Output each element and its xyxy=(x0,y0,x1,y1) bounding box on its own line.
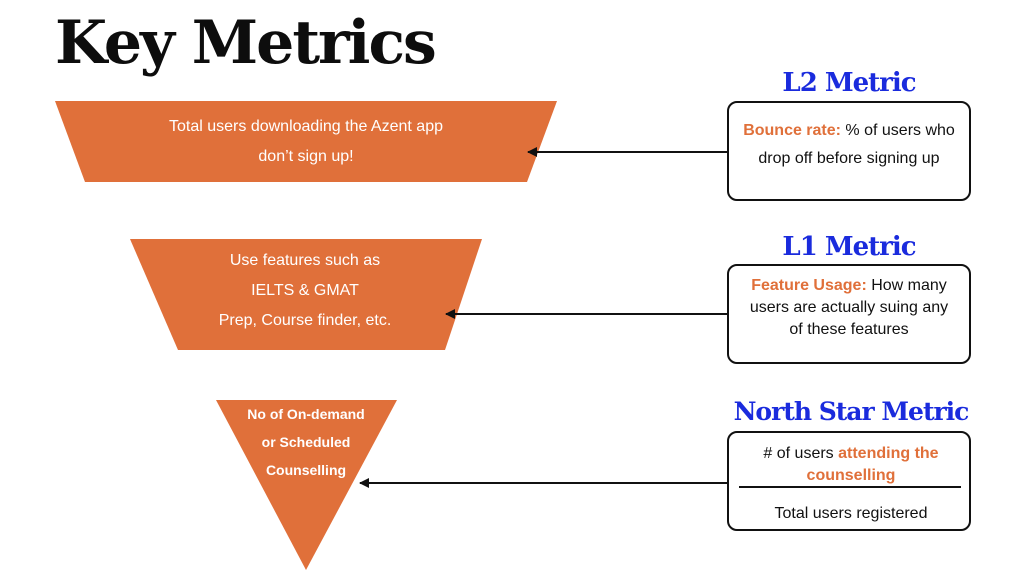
l2-metric-label: L2 Metric xyxy=(782,68,916,98)
funnel-stage-1-line-2: don’t sign up! xyxy=(258,148,354,165)
north-star-metric-box: # of users attending the counselling Tot… xyxy=(727,431,971,531)
l1-metric-label: L1 Metric xyxy=(782,232,916,262)
funnel-stage-3-line-1: No of On-demand xyxy=(247,406,365,422)
l1-metric-description: How many users are actually suing any of… xyxy=(749,277,949,338)
funnel-stage-2-line-3: Prep, Course finder, etc. xyxy=(218,312,392,329)
funnel-stage-2-text: Use features such as IELTS & GMAT Prep, … xyxy=(150,246,460,336)
funnel-stage-2-shape xyxy=(130,239,482,350)
l2-metric-description: % of users who drop off before signing u… xyxy=(758,122,955,167)
funnel-stage-3-shape xyxy=(216,400,397,570)
funnel-stage-1-shape xyxy=(55,101,557,182)
l2-metric-highlight: Bounce rate: xyxy=(743,122,841,139)
l1-metric-box: Feature Usage: How many users are actual… xyxy=(727,264,971,364)
funnel-stage-2-line-2: IELTS & GMAT xyxy=(251,282,359,299)
funnel-stage-1-line-1: Total users downloading the Azent app xyxy=(169,118,443,135)
page-title: Key Metrics xyxy=(55,8,437,78)
funnel-stage-1-text: Total users downloading the Azent app do… xyxy=(85,112,527,172)
north-star-numerator-highlight: attending the counselling xyxy=(806,445,939,484)
funnel-stage-2-line-1: Use features such as xyxy=(229,252,381,269)
north-star-numerator-prefix: # of users xyxy=(763,445,839,462)
north-star-numerator: # of users attending the counselling xyxy=(739,443,963,487)
funnel-stage-3-text: No of On-demand or Scheduled Counselling xyxy=(216,400,396,484)
l1-metric-highlight: Feature Usage: xyxy=(751,277,867,294)
l2-metric-box: Bounce rate: % of users who drop off bef… xyxy=(727,101,971,201)
fraction-divider xyxy=(739,486,961,488)
north-star-metric-label: North Star Metric xyxy=(733,397,970,426)
funnel-stage-3-line-2: or Scheduled xyxy=(261,434,351,450)
north-star-denominator: Total users registered xyxy=(774,505,928,522)
funnel-stage-3-line-3: Counselling xyxy=(265,462,347,478)
